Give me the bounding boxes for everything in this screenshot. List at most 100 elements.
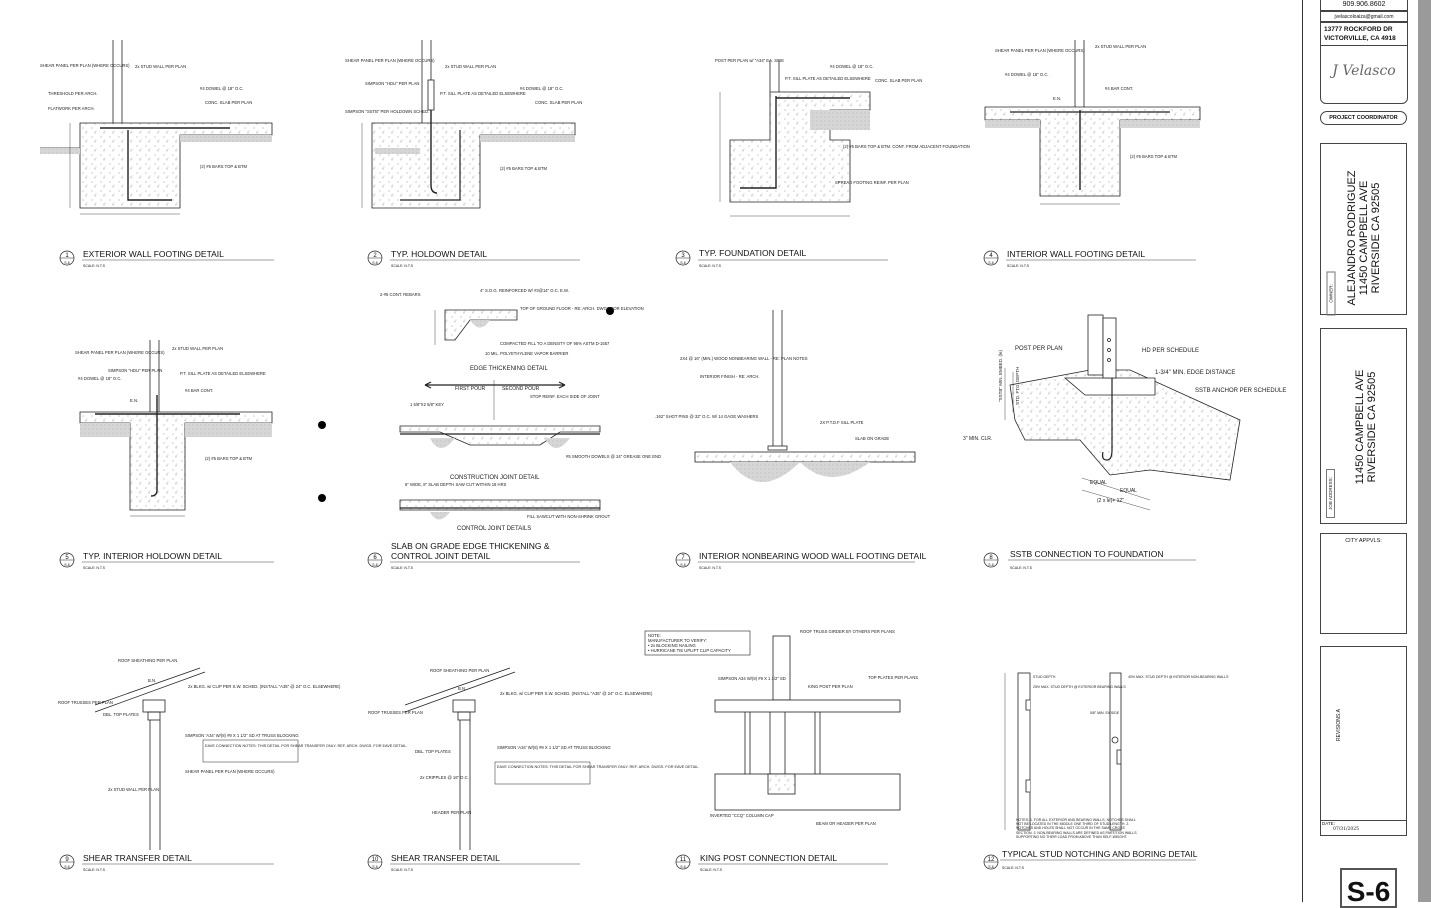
detail-number: 4	[989, 253, 993, 259]
callout: 2x BLKG. w/ CLIP PER S.W. SCHED. (INSTAL…	[188, 684, 341, 689]
detail-number: 5	[65, 555, 69, 561]
sheet-ref: S-6	[372, 563, 378, 567]
callout: INVERTED "CCQ" COLUMN CAP	[710, 813, 774, 818]
owner-box: OWNER: ALEJANDRO RODRIGUEZ 11450 CAMPBEL…	[1320, 143, 1407, 316]
detail-10-title-group: 10 S-6 SHEAR TRANSFER DETAIL SCALE: N.T.…	[367, 853, 580, 872]
note-line: NOTE:	[648, 633, 661, 638]
details-canvas: 1 S-6 EXTERIOR WALL FOOTING DETAIL SCALE…	[40, 40, 1286, 872]
subtitle: CONSTRUCTION JOINT DETAIL	[450, 475, 540, 481]
callout: 2x BLKG. w/ CLIP PER S.W. SCHED. (INSTAL…	[500, 691, 653, 696]
detail-number: 2	[373, 253, 377, 259]
detail-title: INTERIOR WALL FOOTING DETAIL	[1007, 249, 1145, 259]
city-approvals-label: CITY APPVLS:	[1345, 538, 1382, 544]
callout: SHEAR PANEL PER PLAN (WHERE OCCURS)	[185, 769, 275, 774]
detail-title: TYP. FOUNDATION DETAIL	[699, 248, 806, 258]
scale-label: SCALE: N.T.S	[391, 868, 414, 872]
sheet-number-box: S-6	[1340, 868, 1397, 908]
scale-label: SCALE: N.T.S	[83, 264, 106, 268]
callout: 2x STUD WALL PER PLAN	[172, 346, 223, 351]
callout: #4 DOWEL @ 18" O.C.	[78, 376, 122, 381]
email-box: jvelascoloaiza@gmail.com	[1320, 11, 1408, 22]
callout: CONC. SLAB PER PLAN	[205, 100, 252, 105]
phone-number: 909.906.8602	[1342, 1, 1386, 8]
callout: 1 5/8"X2 5/8" KEY	[410, 402, 444, 407]
callout: SHEAR PANEL PER PLAN (WHERE OCCURS)	[40, 63, 130, 68]
pour-label: FIRST POUR	[455, 386, 486, 392]
address-line2: VICTORVILLE, CA 4918	[1324, 35, 1396, 42]
callout: ROOF SHEATHING PER PLAN	[118, 658, 177, 663]
scale-label: SCALE: N.T.S	[1007, 264, 1030, 268]
owner-info: ALEJANDRO RODRIGUEZ 11450 CAMPBELL AVE R…	[1346, 153, 1382, 323]
callout: (2) #5 BARS TOP & BTM	[1130, 154, 1178, 159]
detail-number: 11	[680, 857, 687, 863]
note-line: MANUFACTURER TO VERIFY:	[648, 638, 707, 643]
detail-title: CONTROL JOINT DETAIL	[391, 551, 491, 561]
callout: #4 BAR CONT.	[185, 388, 213, 393]
detail-2-title-group: 2 S-6 TYP. HOLDOWN DETAIL SCALE: N.T.S	[367, 249, 580, 268]
detail-2-drawing	[361, 40, 576, 209]
sheet-number: S-6	[1346, 876, 1391, 907]
detail-number: 3	[681, 253, 685, 259]
detail-title: TYP. INTERIOR HOLDOWN DETAIL	[83, 551, 222, 561]
detail-5-title-group: 5 S-6 TYP. INTERIOR HOLDOWN DETAIL SCALE…	[59, 551, 274, 570]
job-address-label: JOB ADDRESS:	[1326, 469, 1335, 518]
city-approvals-box: CITY APPVLS:	[1320, 533, 1407, 634]
callout: 8" WIDE, 8" SLAB DEPTH SAW CUT WITHIN 18…	[405, 482, 507, 487]
detail-7-drawing	[694, 310, 916, 482]
callout: SIMPSON "HDU" PER PLAN	[365, 81, 419, 86]
callout: EQUAL	[1120, 488, 1137, 494]
callout: B.N.	[148, 678, 156, 683]
callout: SLAB ON GRADE	[855, 436, 889, 441]
job-address2: RIVERSIDE CA 92505	[1366, 371, 1378, 483]
callout: (2) #5 BARS TOP & BTM	[500, 166, 548, 171]
callout: SIMPSON 'A34' W/(8) #9 X 1 1/2" SD AT TR…	[497, 745, 611, 750]
callout: POST PER PLAN w/ "A34" EA. SIDE	[715, 58, 784, 63]
callout: STUD DEPTH	[1033, 675, 1056, 679]
owner-address2: RIVERSIDE CA 92505	[1370, 182, 1382, 294]
sheet-ref: S-6	[988, 865, 994, 869]
callout: 25% MAX. STUD DEPTH @ EXTERIOR BEARING W…	[1033, 685, 1126, 689]
detail-title: INTERIOR NONBEARING WOOD WALL FOOTING DE…	[699, 551, 927, 561]
callout: #4 DOWEL @ 18" O.C.	[520, 86, 564, 91]
detail-number: 10	[372, 857, 379, 863]
revisions-box: REVISIONS:A DATE: 07/31/2025	[1320, 646, 1407, 836]
callout: B.N.	[458, 686, 466, 691]
detail-number: 6	[373, 555, 377, 561]
detail-title-line1: SLAB ON GRADE EDGE THICKENING &	[391, 541, 550, 551]
callout: #4 DOWEL @ 18" O.C.	[1005, 72, 1049, 77]
detail-number: 12	[988, 857, 995, 863]
scale-label: SCALE: N.T.S	[700, 868, 723, 872]
callout: 2x CRIPPLES @ 16" O.C.	[420, 775, 469, 780]
owner-label: OWNER:	[1326, 271, 1336, 316]
callout: EQUAL	[1090, 480, 1107, 486]
callout: BEAM OR HEADER PER PLAN	[816, 821, 876, 826]
note-line: • 2x BLOCKING NAILING	[648, 643, 696, 648]
job-address1: 11450 CAMPBELL AVE	[1354, 369, 1366, 485]
sheet-ref: S-6	[64, 261, 70, 265]
detail-1-title-group: 1 S-6 EXTERIOR WALL FOOTING DETAIL SCALE…	[59, 249, 274, 268]
phone-box: 909.906.8602	[1320, 0, 1408, 11]
detail-1-drawing	[40, 40, 273, 215]
detail-4-title-group: 4 S-6 INTERIOR WALL FOOTING DETAIL SCALE…	[983, 249, 1196, 268]
callout: DBL. TOP PLATES	[415, 749, 451, 754]
owner-name: ALEJANDRO RODRIGUEZ	[1346, 170, 1358, 306]
callout: COMPACTED FILL TO A DENSITY OF 95% ASTM …	[500, 341, 610, 346]
callout: (2) #5 BARS TOP & BTM	[205, 456, 253, 461]
scale-label: SCALE: N.T.S	[83, 566, 106, 570]
address-line1: 13777 ROCKFORD DR	[1324, 26, 1393, 33]
detail-12-notes: NOTES: 1. FOR ALL EXTERIOR AND BEARING W…	[1016, 818, 1137, 839]
pour-label: SECOND POUR	[502, 386, 540, 392]
callout: 40% MAX. STUD DEPTH @ INTERIOR NON-BEARI…	[1128, 675, 1229, 679]
sheet-ref: S-6	[988, 261, 994, 265]
callout: CONC. SLAB PER PLAN	[875, 78, 922, 83]
scale-label: SCALE: N.T.S	[391, 264, 414, 268]
callout: #5 SMOOTH DOWELS @ 24" GREASE ONE END	[566, 454, 661, 459]
callout: 10 MIL. POLYETHYLENE VAPOR BARRIER	[485, 351, 568, 356]
detail-4-drawing	[984, 40, 1201, 205]
callout: 2-#5 CONT. REBARS	[380, 292, 421, 297]
detail-title: TYPICAL STUD NOTCHING AND BORING DETAIL	[1002, 849, 1198, 859]
detail-8-title-group: 8 S-6 SSTB CONNECTION TO FOUNDATION SCAL…	[983, 549, 1196, 570]
callout: TOP OF GROUND FLOOR - RE: ARCH. DWGS FOR…	[520, 306, 644, 311]
scale-label: SCALE: N.T.S	[83, 868, 106, 872]
sheet-ref: S-6	[372, 261, 378, 265]
